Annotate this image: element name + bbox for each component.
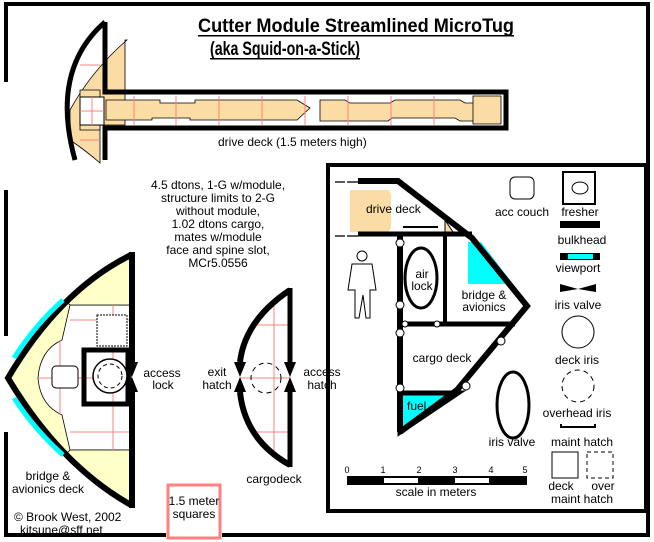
overhead-iris-icon [250, 362, 282, 394]
bridge-deck-label: avionics deck [12, 482, 85, 496]
deck-maint-hatch-icon [551, 451, 579, 479]
svg-text:1.02 dtons cargo,: 1.02 dtons cargo, [172, 217, 265, 231]
cargo-deck-label: cargodeck [246, 472, 302, 486]
legend-label: iris valve [555, 298, 602, 312]
person-figure-icon [347, 250, 377, 319]
title-line1: Cutter Module Streamlined MicroTug [198, 16, 514, 37]
legend-label: viewport [556, 261, 601, 275]
iris-valve-icon [560, 284, 596, 292]
scale-tick: 4 [488, 465, 493, 475]
air-lock-icon [403, 246, 439, 310]
scale-tick: 1 [380, 465, 385, 475]
bulkhead-icon [560, 221, 600, 228]
scale-tick: 2 [416, 465, 421, 475]
acc-couch-icon [51, 365, 79, 389]
legend-label: overhead iris [543, 406, 612, 420]
maint-hatch-icon [403, 226, 438, 228]
scale-tick: 0 [344, 465, 349, 475]
access-hatch-label: access [303, 365, 340, 379]
legend-label: fresher [561, 205, 598, 219]
grid-note: 1.5 meter [169, 494, 220, 508]
overhead-iris-icon [561, 369, 595, 403]
maint-hatch-icon [560, 424, 596, 428]
iris-valve-ellipse-icon [495, 370, 531, 440]
legend: acc couch fresher bulkhead viewport iris… [489, 171, 615, 506]
svg-text:mates w/module: mates w/module [174, 230, 262, 244]
access-lock-label: access [143, 366, 180, 380]
viewport-icon [11, 396, 65, 457]
legend-label: over [591, 479, 614, 493]
drive-deck-label: drive deck [366, 202, 422, 216]
title-underline [210, 58, 360, 60]
svg-text:face and spine slot,: face and spine slot, [166, 243, 269, 257]
bridge-avionics-deck-plan [4, 252, 138, 508]
drive-deck-caption: drive deck (1.5 meters high) [218, 135, 367, 149]
svg-text:without module,: without module, [175, 204, 260, 218]
scale-label: scale in meters [396, 485, 477, 499]
grid-scale-box [166, 483, 222, 540]
fuel-label: fuel [407, 399, 426, 413]
iris-valve-icon [284, 362, 296, 392]
access-hatch-label: hatch [307, 378, 336, 392]
legend-label: deck [548, 479, 574, 493]
air-lock-label: air [415, 267, 428, 281]
svg-text:4.5 dtons, 1-G w/module,: 4.5 dtons, 1-G w/module, [151, 178, 285, 192]
title-line2: (aka Squid-on-a-Stick) [210, 39, 360, 60]
specs-text: 4.5 dtons, 1-G w/module, structure limit… [151, 178, 285, 270]
bridge-label: bridge & [462, 288, 507, 302]
legend-label: bulkhead [558, 233, 607, 247]
email: kitsune@sff.net [20, 523, 103, 537]
access-lock-label: lock [152, 378, 174, 392]
scale-tick: 3 [452, 465, 457, 475]
legend-label: maint hatch [551, 492, 613, 506]
scale-tick: 5 [522, 465, 527, 475]
cargo-deck-label: cargo deck [413, 351, 473, 365]
deck-iris-icon [561, 315, 595, 349]
overhead-iris-icon [97, 363, 123, 389]
fresher-icon [562, 171, 596, 205]
acc-couch-icon [509, 176, 535, 200]
copyright: © Brook West, 2002 [14, 510, 122, 524]
iris-valve-icon [234, 362, 246, 392]
side-view-diagram [335, 178, 531, 437]
bridge-label: avionics [462, 300, 505, 314]
drive-deck-plan [64, 20, 509, 164]
bridge-deck-label: bridge & [26, 469, 71, 483]
svg-text:MCr5.0556: MCr5.0556 [188, 256, 248, 270]
over-maint-hatch-icon [586, 451, 614, 479]
air-lock-label: lock [411, 279, 433, 293]
cargo-deck-plan [234, 287, 296, 468]
exit-hatch-label: hatch [202, 378, 231, 392]
legend-label: iris valve [489, 435, 536, 449]
side-view-frame [326, 163, 648, 513]
exit-hatch-label: exit [208, 365, 227, 379]
iris-valve-icon [126, 362, 138, 392]
grid-note: squares [173, 507, 216, 521]
viewport-icon [11, 298, 65, 360]
title-underline [198, 35, 514, 37]
legend-label: deck iris [555, 353, 599, 367]
svg-text:structure limits to 2-G: structure limits to 2-G [161, 191, 275, 205]
fresher-icon [96, 314, 128, 347]
legend-label: maint hatch [551, 435, 613, 449]
scale-bar: 0 1 2 3 4 5 scale in meters [344, 465, 527, 499]
legend-label: acc couch [495, 205, 549, 219]
